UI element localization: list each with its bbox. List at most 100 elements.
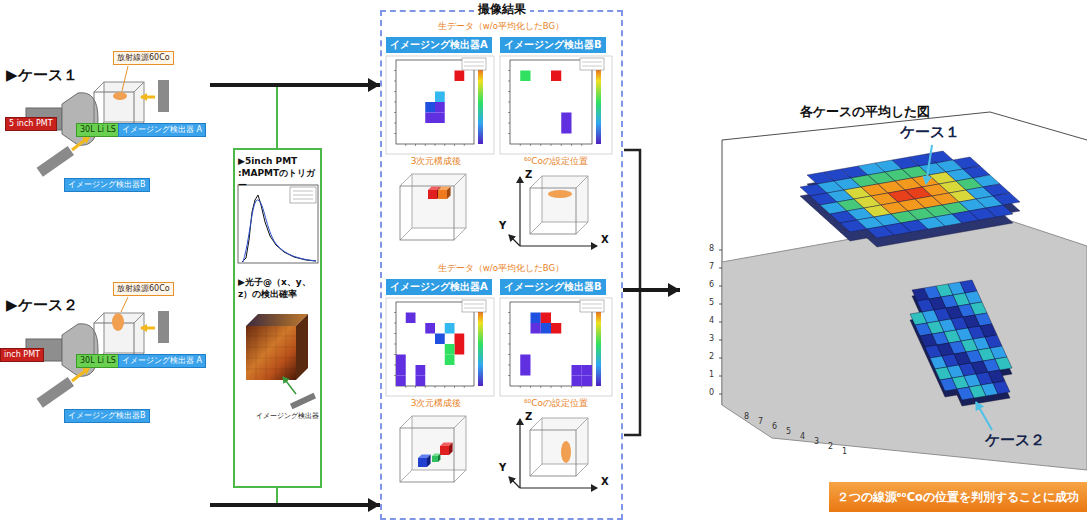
axis-label: X — [601, 234, 609, 246]
axis-tick: 6 — [772, 422, 777, 431]
voxel — [965, 291, 982, 304]
voxel-cube — [438, 186, 451, 199]
heat-cell — [541, 323, 551, 334]
detector-header: イメージング検出器B — [500, 279, 606, 295]
label-box: 放射線源60Co — [113, 282, 174, 296]
tick — [508, 323, 510, 324]
tick — [394, 112, 396, 113]
heat-cell — [531, 323, 541, 334]
heat-cell — [425, 113, 435, 124]
leader-line — [926, 145, 932, 184]
sub-caption: ⁶⁰Coの設定位置 — [524, 156, 588, 166]
label-box: イメージング検出器B — [64, 178, 150, 192]
heat-cell — [572, 365, 582, 376]
axis-tick: 4 — [709, 316, 714, 325]
stats-lines — [464, 304, 484, 308]
average-plot — [719, 112, 1087, 470]
sub-caption: 3次元構成後 — [411, 398, 462, 408]
histogram — [238, 185, 318, 263]
voxel-cube — [432, 454, 440, 462]
heat-cell — [435, 92, 445, 103]
stats-lines — [582, 62, 602, 66]
tick — [508, 354, 510, 355]
heatmap — [500, 298, 612, 396]
tick — [394, 354, 396, 355]
voxel — [980, 324, 997, 337]
heat-cell — [551, 323, 561, 334]
axis-tick: 2 — [828, 442, 833, 451]
heat-cell — [416, 365, 426, 376]
flow-arrow — [210, 83, 380, 87]
voxel — [988, 370, 1005, 383]
source-dot — [113, 92, 127, 100]
heat-cell — [406, 313, 416, 324]
heat-cell — [396, 376, 406, 387]
flow-arrow — [210, 503, 380, 507]
axis-label: Z — [525, 169, 532, 181]
voxel — [975, 313, 992, 326]
heatmap-frame — [500, 56, 612, 154]
detector-label: イメージング検出器 — [256, 412, 319, 420]
tick — [394, 102, 396, 103]
axis-tick: 5 — [786, 427, 791, 436]
voxel-cube — [418, 454, 431, 467]
node-text: イメージング検出器A — [390, 39, 488, 51]
voxel — [986, 205, 1013, 217]
voxel — [970, 302, 987, 315]
node-text: 30L Li LS — [80, 356, 116, 366]
tick — [394, 375, 396, 376]
case-callout: ケース１ — [900, 124, 960, 141]
tick — [405, 144, 406, 146]
label-box: イメージング検出器B — [64, 409, 150, 423]
node-text: inch PMT — [4, 350, 40, 360]
label-box: イメージング検出器 A — [118, 123, 206, 137]
tick — [561, 144, 562, 146]
axis-tick: 7 — [758, 417, 763, 426]
node-text: ▶ケース２ — [6, 296, 78, 314]
tick — [394, 323, 396, 324]
tick — [508, 91, 510, 92]
axis-tick: 4 — [800, 432, 805, 441]
heat-cell — [582, 365, 592, 376]
node-text: イメージング検出器B — [68, 180, 146, 190]
heat-cell — [445, 323, 455, 334]
tick — [464, 386, 465, 388]
section-label: 生データ（w/o平均化したBG） — [438, 264, 564, 274]
heatmap — [386, 56, 494, 154]
label-box: 30L Li LS — [76, 123, 120, 137]
tick — [520, 386, 521, 388]
tick — [581, 144, 582, 146]
case-group: ▶ケース１5 inch PMT放射線源60Co30L Li LSイメージング検出… — [0, 45, 210, 200]
heatmap — [500, 56, 612, 154]
label-box: 5 inch PMT — [5, 117, 57, 131]
voxel-layer — [800, 151, 1020, 406]
tick — [508, 333, 510, 334]
heat-cell — [582, 376, 592, 387]
wire-cube — [530, 176, 588, 234]
heat-cell — [572, 376, 582, 387]
wire-cube — [400, 416, 466, 482]
node-text: イメージング検出器A — [390, 281, 488, 293]
plot-area — [510, 60, 592, 144]
source-dot — [112, 313, 124, 331]
tick — [508, 375, 510, 376]
heat-cell — [425, 102, 435, 113]
color-bar — [596, 302, 601, 386]
node-text: イメージング検出器 A — [122, 356, 202, 366]
heat-cell — [541, 313, 551, 324]
axis-tick: 2 — [709, 352, 714, 361]
tick — [435, 386, 436, 388]
heat-cell — [455, 334, 465, 345]
heat-cell — [416, 376, 426, 387]
tick — [415, 144, 416, 146]
leader-line — [121, 297, 128, 312]
detector-header: イメージング検出器B — [500, 37, 606, 53]
probability-cube — [246, 314, 316, 409]
tick — [394, 70, 396, 71]
stats-lines — [464, 62, 484, 66]
leader-line — [976, 402, 992, 430]
axis-tick: 7 — [709, 262, 714, 271]
tick — [394, 123, 396, 124]
axis-tick: 3 — [709, 334, 714, 343]
